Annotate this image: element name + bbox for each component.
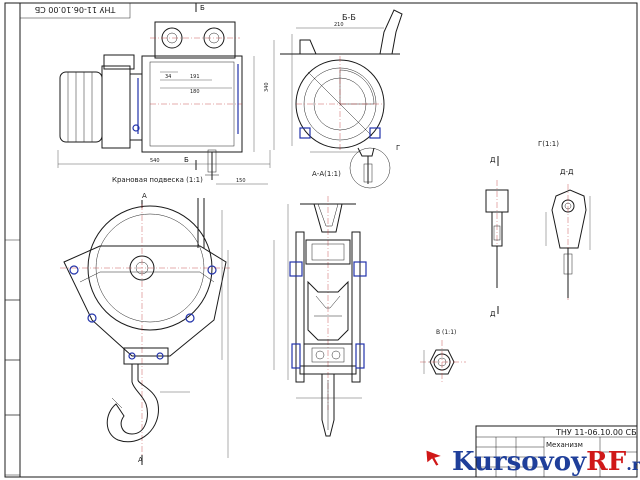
section-aa-label: А-А(1:1) <box>312 170 341 178</box>
title-block-name: Механизм <box>546 441 583 449</box>
title-block-code: ТНУ 11-06.10.00 СБ <box>555 428 637 437</box>
dim-34: 34 <box>165 74 171 80</box>
watermark-brand-a: Kursovoy <box>452 447 587 477</box>
watermark-logo: KursovoyRF.ru <box>425 447 640 477</box>
dim-540: 540 <box>150 158 160 164</box>
view-label-hoist: Крановая подвеска (1:1) <box>112 176 203 184</box>
svg-text:KursovoyRF.ru: KursovoyRF.ru <box>452 447 640 477</box>
title-block <box>475 425 638 478</box>
dim-191: 191 <box>190 74 200 80</box>
rotated-stamp-box <box>19 2 131 19</box>
view-g-label: Г(1:1) <box>538 140 559 148</box>
mark-d-top: Д <box>490 156 496 164</box>
left-margin-cells <box>4 239 21 476</box>
motor-side-view <box>59 3 243 180</box>
section-dd-label: Д-Д <box>560 168 574 176</box>
side-view-dims <box>57 56 271 185</box>
view-small-detail <box>420 340 466 384</box>
mark-d-bottom: Д <box>490 310 496 318</box>
mark-a-bottom: А <box>138 456 143 464</box>
view-small-label: В (1:1) <box>436 329 456 336</box>
watermark-cursor-icon <box>425 449 444 467</box>
mark-g: Г <box>396 144 400 152</box>
watermark-brand-b: RF <box>586 447 627 477</box>
view-g-detail <box>485 156 509 314</box>
watermark-brand-c: .ru <box>626 455 640 474</box>
section-aa-view <box>273 196 367 437</box>
section-dd-view <box>545 184 591 300</box>
hook-block-front-view <box>60 198 230 465</box>
mark-a-top: А <box>142 192 147 200</box>
mark-b-top: Б <box>200 4 205 12</box>
rotated-stamp-code: ТНУ 11-06.10.00 СБ <box>35 5 117 14</box>
section-bb-view <box>273 9 403 189</box>
dim-180: 180 <box>190 89 200 95</box>
dim-150: 150 <box>236 178 246 184</box>
dim-210: 210 <box>334 22 344 28</box>
mark-b-bottom: Б <box>184 156 189 164</box>
section-bb-label: Б-Б <box>342 13 356 22</box>
dim-340: 340 <box>264 82 270 92</box>
